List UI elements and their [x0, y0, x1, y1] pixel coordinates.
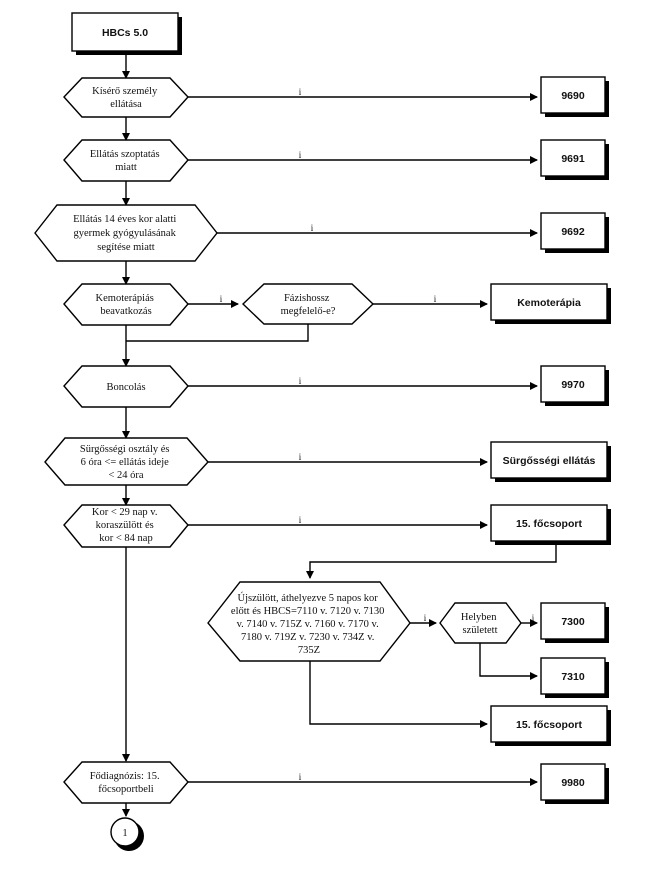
flow-line — [306, 545, 557, 579]
svg-text:Kemoterápiás beavatkozás: Kemoterápiás beavatkozás — [96, 293, 157, 317]
outcome-surgossegi-ellatas: Sürgősségi ellátás — [490, 441, 611, 482]
svg-text:9690: 9690 — [561, 90, 585, 102]
flow-line — [309, 661, 488, 728]
outcome-7300: 7300 — [540, 602, 609, 643]
svg-text:Ellátás 14 éves kor alatti: Ellátás 14 éves kor alatti gyermek gyógy… — [73, 214, 179, 253]
yes-label: i — [299, 772, 302, 782]
yes-label: i — [299, 87, 302, 97]
svg-text:Kísérő személy ellátása: Kísérő személy ellátása — [92, 86, 160, 110]
svg-text:Fődiagnózis: 15. főcsopo: Fődiagnózis: 15. főcsoportbeli — [90, 771, 163, 795]
svg-text:9970: 9970 — [561, 379, 585, 391]
svg-text:Boncolás: Boncolás — [106, 382, 145, 393]
yes-label: i — [299, 452, 302, 462]
svg-text:Sürgősségi ellátás: Sürgősségi ellátás — [503, 455, 596, 467]
outcome-kemoterapia: Kemoterápia — [490, 283, 611, 324]
connector-1: 1 — [110, 817, 144, 851]
yes-label: i — [299, 376, 302, 386]
svg-text:Kemoterápia: Kemoterápia — [517, 297, 581, 309]
outcome-9980: 9980 — [540, 763, 609, 804]
outcome-9690: 9690 — [540, 76, 609, 117]
svg-text:Helyben született: Helyben született — [461, 612, 499, 636]
yes-label: i — [424, 613, 427, 623]
svg-text:Ellátás szoptatás miatt: Ellátás szoptatás miatt — [90, 149, 162, 173]
svg-text:15. főcsoport: 15. főcsoport — [516, 719, 582, 731]
outcome-focsoport-a: 15. főcsoport — [490, 504, 611, 545]
svg-text:Újszülött, áthelyezve 5 napos: Újszülött, áthelyezve 5 napos kor előtt … — [231, 592, 387, 656]
svg-text:9980: 9980 — [561, 777, 585, 789]
outcome-focsoport-b: 15. főcsoport — [490, 705, 611, 746]
decision-kisero: Kísérő személy ellátása — [63, 77, 189, 118]
decision-boncolas: Boncolás — [63, 365, 189, 408]
svg-text:Sürgősségi osztály és 6: Sürgősségi osztály és 6 óra <= ellátás i… — [80, 444, 172, 481]
decision-kor: Kor < 29 nap v. koraszülött és kor < 84 … — [63, 504, 189, 548]
yes-label: i — [299, 150, 302, 160]
decision-gyermek: Ellátás 14 éves kor alatti gyermek gyógy… — [34, 204, 218, 262]
svg-text:9691: 9691 — [561, 153, 585, 165]
outcome-7310: 7310 — [540, 657, 609, 698]
decision-kemoterapias: Kemoterápiás beavatkozás — [63, 283, 189, 326]
decision-helyben: Helyben született — [439, 602, 522, 644]
outcome-9970: 9970 — [540, 365, 609, 406]
svg-text:7310: 7310 — [561, 671, 585, 683]
decision-fodiagnozis: Fődiagnózis: 15. főcsoportbeli — [63, 761, 189, 804]
outcome-9692: 9692 — [540, 212, 609, 253]
svg-text:HBCs 5.0: HBCs 5.0 — [102, 27, 148, 39]
outcome-9691: 9691 — [540, 139, 609, 180]
svg-text:15. főcsoport: 15. főcsoport — [516, 518, 582, 530]
svg-text:9692: 9692 — [561, 226, 585, 238]
yes-label: i — [311, 223, 314, 233]
yes-label: i — [532, 613, 535, 623]
yes-label: i — [434, 294, 437, 304]
flow-line — [479, 643, 538, 680]
svg-text:Fázishossz megfelelő-e?: Fázishossz megfelelő-e? — [281, 293, 336, 317]
svg-text:1: 1 — [122, 828, 127, 839]
yes-labels: i i i i i i i i i i i — [220, 87, 535, 782]
decision-fazishossz: Fázishossz megfelelő-e? — [241, 283, 375, 325]
svg-text:Kor < 29 nap v. koraszül: Kor < 29 nap v. koraszülött és kor < 84 … — [92, 507, 160, 544]
svg-text:7300: 7300 — [561, 616, 585, 628]
flow-lines — [122, 53, 557, 817]
start-box: HBCs 5.0 — [71, 12, 182, 55]
yes-label: i — [299, 515, 302, 525]
decision-surgossegi: Sürgősségi osztály és 6 óra <= ellátás i… — [44, 437, 209, 486]
decision-ujszulott: Újszülött, áthelyezve 5 napos kor előtt … — [207, 581, 411, 662]
decision-szoptatas: Ellátás szoptatás miatt — [63, 139, 189, 182]
yes-label: i — [220, 294, 223, 304]
flow-line — [126, 324, 309, 342]
